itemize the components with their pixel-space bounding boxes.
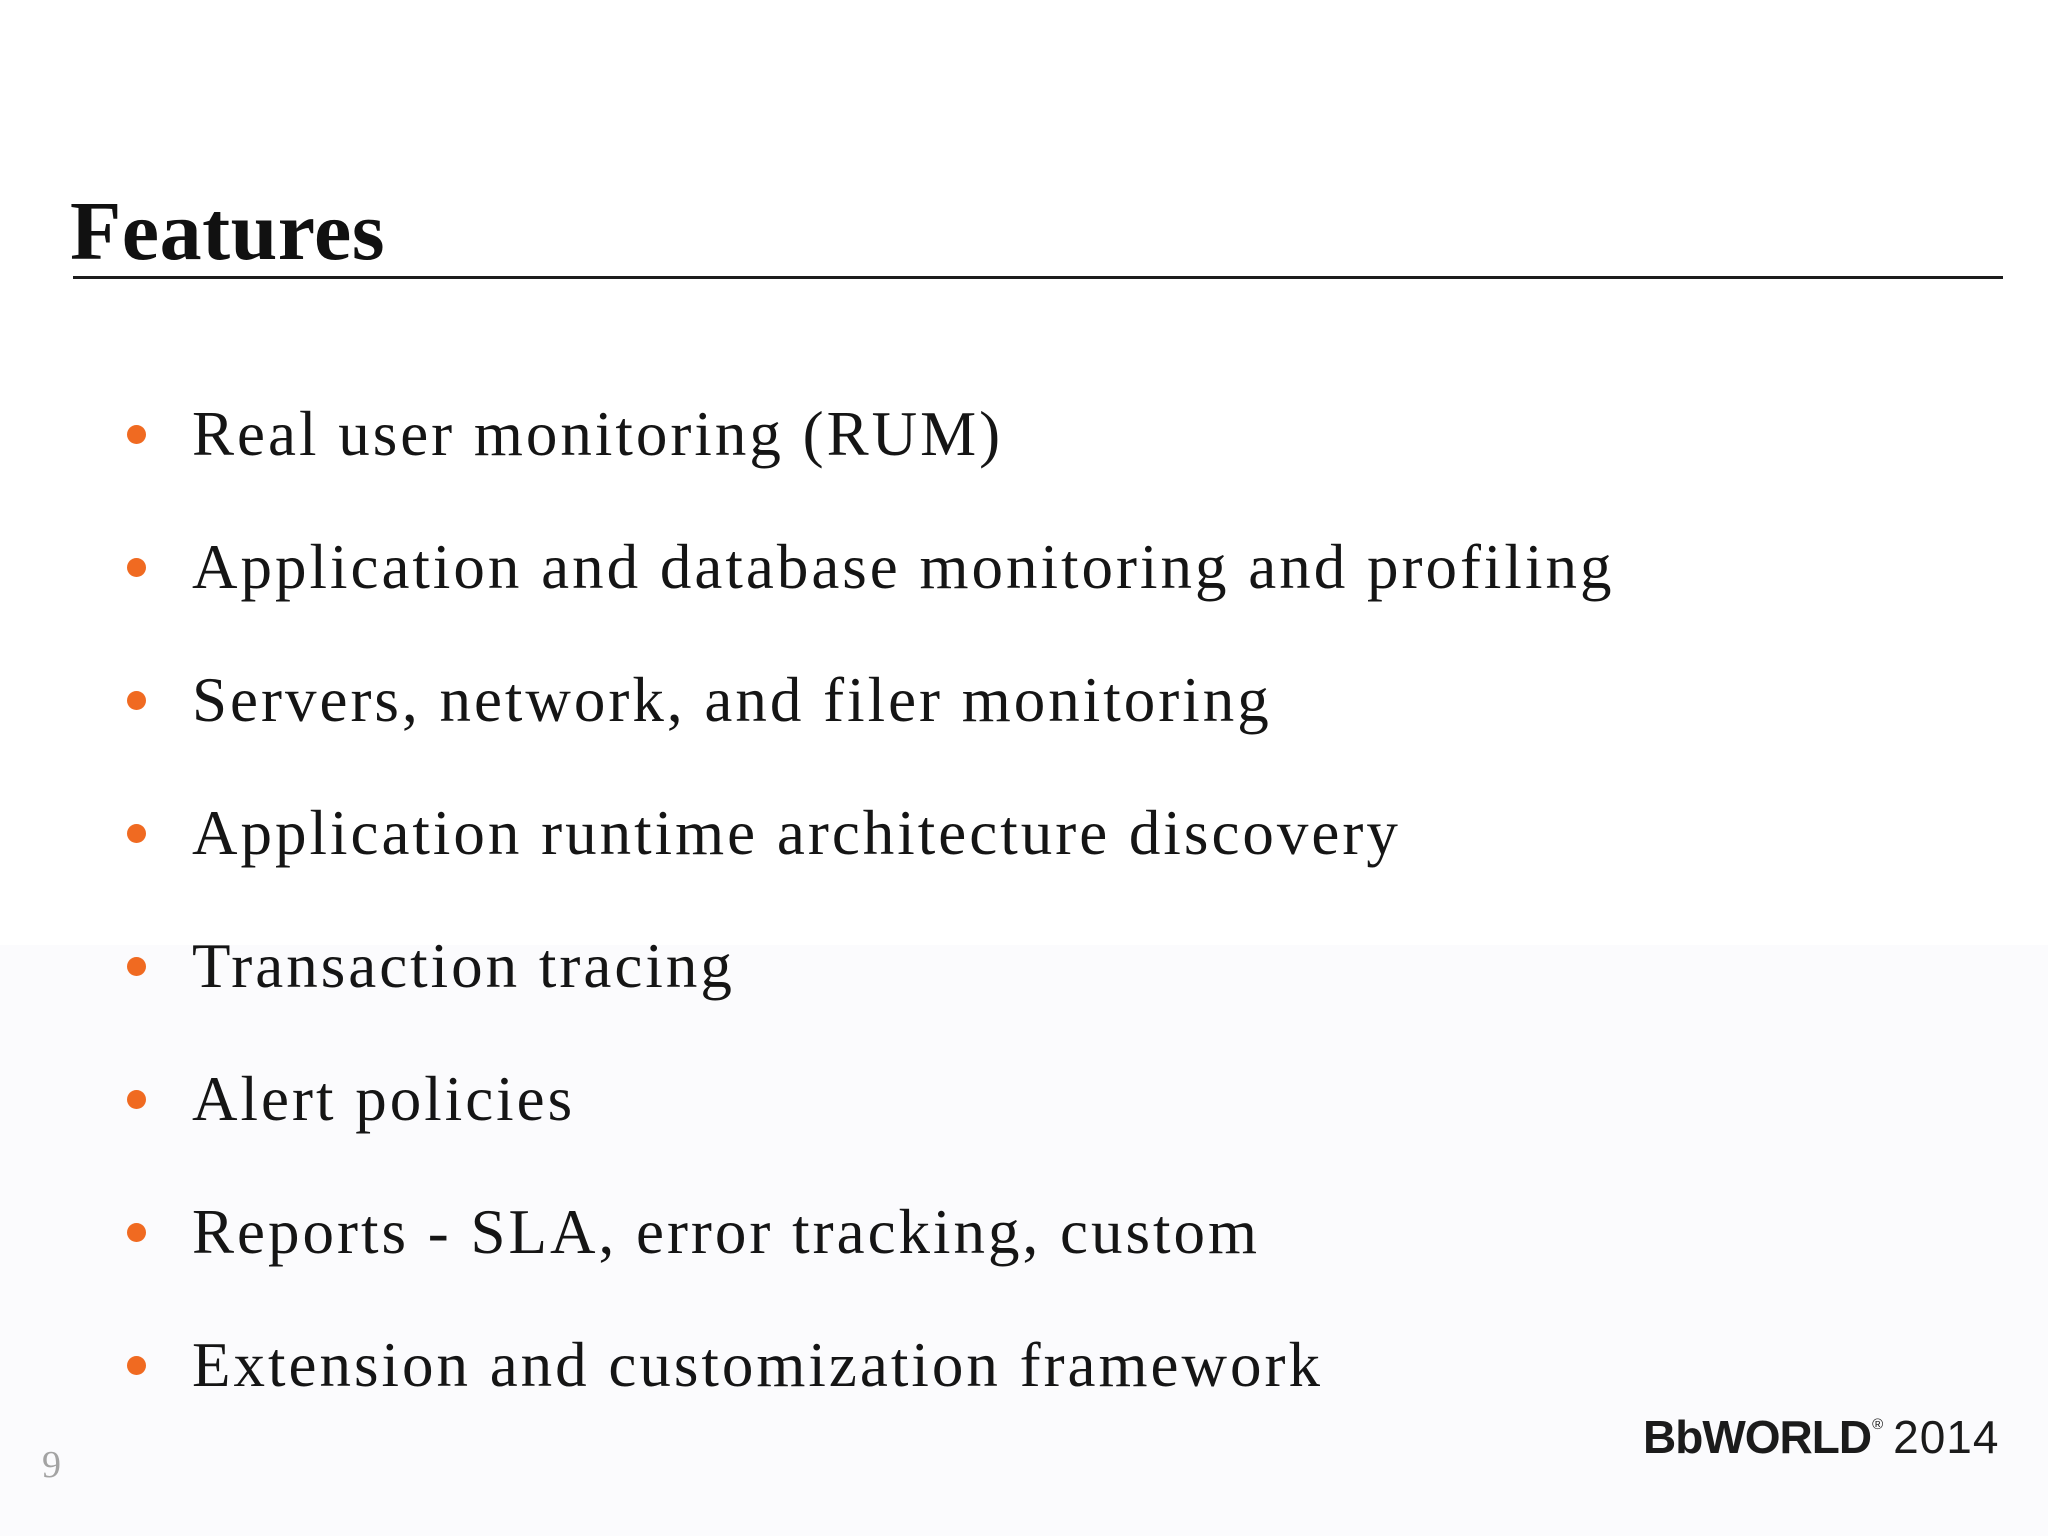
- bullet-text: Extension and customization framework: [192, 1330, 1323, 1400]
- bullet-icon: [127, 425, 146, 444]
- list-item: Transaction tracing: [127, 900, 1614, 1033]
- bullet-icon: [127, 1356, 146, 1375]
- bullet-text: Alert policies: [192, 1064, 576, 1134]
- bullet-text: Real user monitoring (RUM): [192, 399, 1004, 469]
- feature-list: Real user monitoring (RUM) Application a…: [127, 368, 1614, 1432]
- bullet-icon: [127, 1223, 146, 1242]
- bullet-text: Application runtime architecture discove…: [192, 798, 1401, 868]
- bullet-icon: [127, 1090, 146, 1109]
- bullet-text: Servers, network, and filer monitoring: [192, 665, 1272, 735]
- list-item: Real user monitoring (RUM): [127, 368, 1614, 501]
- logo-brand: BbWORLD: [1643, 1411, 1872, 1463]
- bullet-text: Application and database monitoring and …: [192, 532, 1615, 602]
- list-item: Extension and customization framework: [127, 1299, 1614, 1432]
- registered-mark-icon: ®: [1872, 1416, 1884, 1433]
- page-title: Features: [70, 185, 386, 279]
- title-divider: [73, 276, 2003, 279]
- list-item: Reports - SLA, error tracking, custom: [127, 1166, 1614, 1299]
- bullet-text: Reports - SLA, error tracking, custom: [192, 1197, 1261, 1267]
- list-item: Alert policies: [127, 1033, 1614, 1166]
- footer-logo: BbWORLD® 2014: [1643, 1414, 1999, 1460]
- bullet-icon: [127, 957, 146, 976]
- bullet-icon: [127, 558, 146, 577]
- page-number: 9: [42, 1444, 61, 1486]
- bottom-tint-band: [0, 945, 2048, 1536]
- list-item: Application and database monitoring and …: [127, 501, 1614, 634]
- bullet-icon: [127, 691, 146, 710]
- list-item: Servers, network, and filer monitoring: [127, 634, 1614, 767]
- logo-year: 2014: [1893, 1411, 2000, 1463]
- bullet-icon: [127, 824, 146, 843]
- list-item: Application runtime architecture discove…: [127, 767, 1614, 900]
- bullet-text: Transaction tracing: [192, 931, 735, 1001]
